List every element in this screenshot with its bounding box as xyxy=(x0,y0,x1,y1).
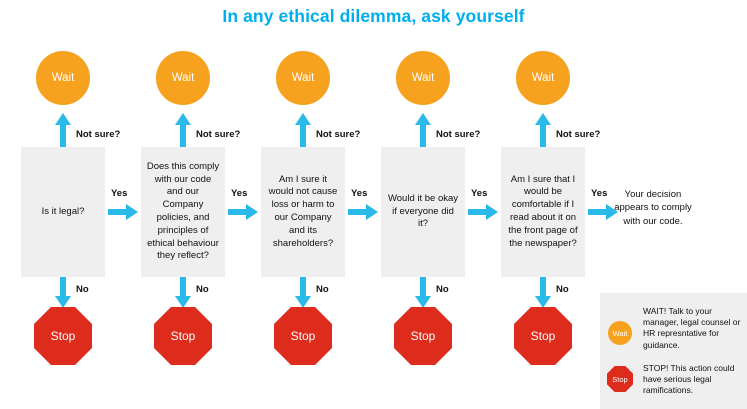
stop-node: Stop xyxy=(274,307,332,365)
wait-node-label: Wait xyxy=(51,72,75,84)
no-label: No xyxy=(556,284,569,295)
flow-step-4: Wait Not sure? Would it be okay if every… xyxy=(363,0,498,409)
wait-legend-text: WAIT! Talk to your manager, legal counse… xyxy=(643,306,741,350)
flow-step-1: Wait Not sure? Is it legal? Yes No Stop xyxy=(3,0,138,409)
stop-node: Stop xyxy=(34,307,92,365)
arrow-down-icon xyxy=(175,277,191,308)
wait-node: Wait xyxy=(396,51,450,105)
no-label: No xyxy=(76,284,89,295)
stop-node: Stop xyxy=(394,307,452,365)
wait-node: Wait xyxy=(36,51,90,105)
arrow-right-icon xyxy=(108,204,138,220)
arrow-up-icon xyxy=(415,113,431,147)
question-text: Is it legal? xyxy=(41,205,85,217)
flow-step-2: Wait Not sure? Does this comply with our… xyxy=(123,0,258,409)
flow-step-3: Wait Not sure? Am I sure it would not ca… xyxy=(243,0,378,409)
arrow-up-icon xyxy=(295,113,311,147)
wait-node-label: Wait xyxy=(291,72,315,84)
wait-legend-icon: Wait xyxy=(608,321,632,345)
yes-label: Yes xyxy=(111,188,128,199)
wait-node-label: Wait xyxy=(171,72,195,84)
question-text: Am I sure it would not cause loss or har… xyxy=(268,173,338,249)
stop-legend-text: STOP! This action could have serious leg… xyxy=(643,363,735,396)
stop-node: Stop xyxy=(154,307,212,365)
page-title: In any ethical dilemma, ask yourself xyxy=(222,6,525,26)
arrow-right-icon xyxy=(588,204,618,220)
arrow-up-icon xyxy=(175,113,191,147)
not-sure-label: Not sure? xyxy=(76,129,121,140)
stop-node-label: Stop xyxy=(50,329,76,343)
no-label: No xyxy=(436,284,449,295)
arrow-down-icon xyxy=(535,277,551,308)
stop-node: Stop xyxy=(514,307,572,365)
stop-node-label: Stop xyxy=(410,329,436,343)
wait-node: Wait xyxy=(516,51,570,105)
stop-node-label: Stop xyxy=(290,329,316,343)
arrow-right-icon xyxy=(468,204,498,220)
question-box: Am I sure it would not cause loss or har… xyxy=(261,147,345,277)
question-box: Does this comply with our code and our C… xyxy=(141,147,225,277)
stop-node-label: Stop xyxy=(170,329,196,343)
arrow-down-icon xyxy=(55,277,71,308)
flow-step-5: Wait Not sure? Am I sure that I would be… xyxy=(483,0,618,409)
wait-node-label: Wait xyxy=(531,72,555,84)
question-box: Is it legal? xyxy=(21,147,105,277)
yes-label: Yes xyxy=(351,188,368,199)
not-sure-label: Not sure? xyxy=(196,129,241,140)
wait-legend-icon-label: Wait xyxy=(612,328,628,338)
wait-node: Wait xyxy=(276,51,330,105)
arrow-down-icon xyxy=(295,277,311,308)
arrow-up-icon xyxy=(55,113,71,147)
arrow-right-icon xyxy=(228,204,258,220)
no-label: No xyxy=(316,284,329,295)
yes-label: Yes xyxy=(231,188,248,199)
question-box: Would it be okay if everyone did it? xyxy=(381,147,465,277)
wait-node: Wait xyxy=(156,51,210,105)
question-text: Does this comply with our code and our C… xyxy=(146,160,220,262)
question-text: Am I sure that I would be comfortable if… xyxy=(508,173,578,249)
yes-label: Yes xyxy=(471,188,488,199)
arrow-right-icon xyxy=(348,204,378,220)
arrow-up-icon xyxy=(535,113,551,147)
stop-legend-icon: Stop xyxy=(607,366,633,392)
arrow-down-icon xyxy=(415,277,431,308)
stop-legend-icon-label: Stop xyxy=(612,374,628,384)
legend-panel: Wait WAIT! Talk to your manager, legal c… xyxy=(600,293,747,409)
outcome-text: Your decision appears to comply with our… xyxy=(614,189,692,227)
no-label: No xyxy=(196,284,209,295)
stop-node-label: Stop xyxy=(530,329,556,343)
wait-node-label: Wait xyxy=(411,72,435,84)
yes-label: Yes xyxy=(591,188,608,199)
question-text: Would it be okay if everyone did it? xyxy=(387,192,459,230)
not-sure-label: Not sure? xyxy=(436,129,481,140)
not-sure-label: Not sure? xyxy=(316,129,361,140)
question-box: Am I sure that I would be comfortable if… xyxy=(501,147,585,277)
not-sure-label: Not sure? xyxy=(556,129,601,140)
